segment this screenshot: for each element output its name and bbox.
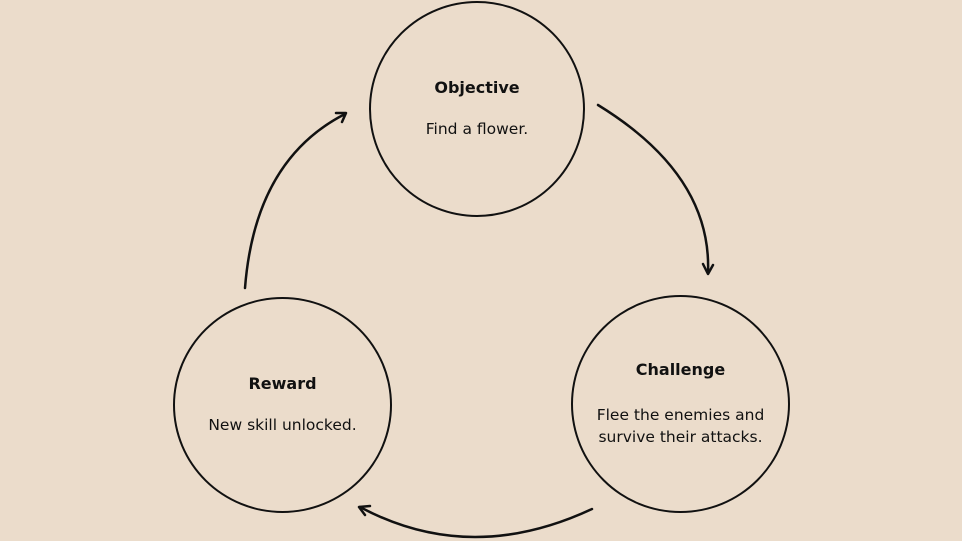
challenge-text: Flee the enemies and survive their attac… [596, 406, 765, 446]
reward-node: Reward New skill unlocked. [173, 297, 392, 513]
objective-node: Objective Find a flower. [369, 1, 585, 217]
arrow-reward-to-objective [243, 112, 347, 290]
reward-text: New skill unlocked. [208, 416, 357, 434]
arrow-objective-to-challenge [596, 103, 710, 275]
objective-text: Find a flower. [425, 120, 529, 138]
reward-title: Reward [248, 374, 317, 393]
arrowhead-objective-to-challenge [701, 262, 715, 276]
challenge-node: Challenge Flee the enemies and survive t… [571, 295, 790, 513]
arrowhead-challenge-to-reward [357, 504, 372, 517]
objective-title: Objective [434, 78, 520, 97]
challenge-title: Challenge [635, 360, 726, 379]
arrowhead-reward-to-objective [334, 111, 348, 124]
arrow-challenge-to-reward [358, 505, 594, 539]
